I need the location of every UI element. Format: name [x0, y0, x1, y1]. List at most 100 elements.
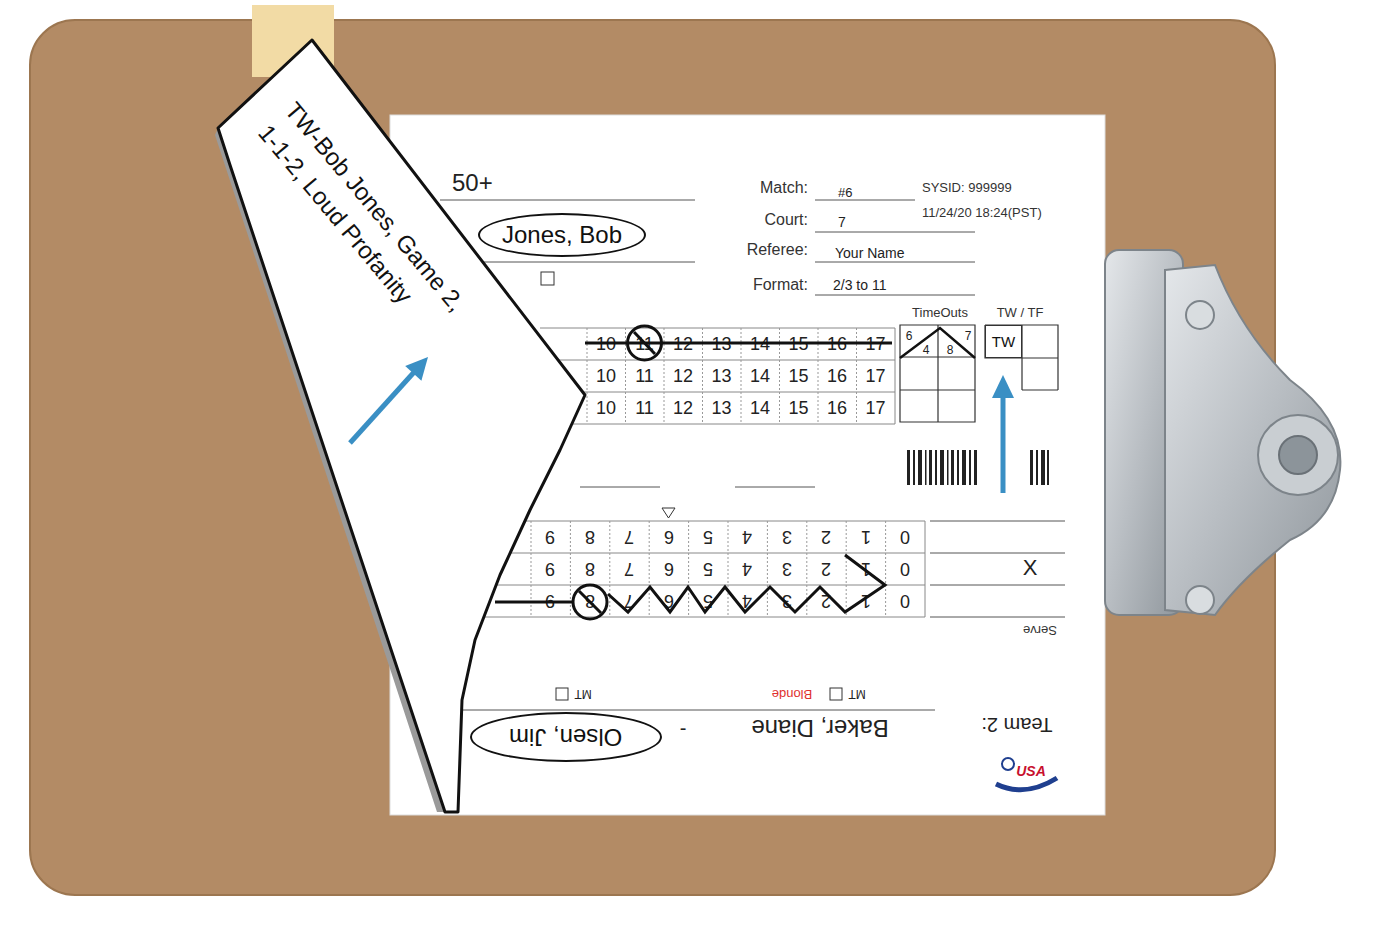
- score-number: 12: [673, 367, 693, 385]
- score-number: 8: [585, 528, 595, 546]
- score-number: 16: [827, 399, 847, 417]
- score-number: 11: [635, 367, 654, 385]
- sheet-label: -: [680, 718, 687, 738]
- timeout-mark: [900, 328, 975, 358]
- score-strike-line: [495, 601, 573, 604]
- sheet-label: Match:: [760, 180, 808, 196]
- barcode: [907, 450, 1049, 485]
- checkbox: [556, 688, 568, 700]
- sheet-label: 50+: [452, 171, 493, 195]
- name-oval: Jones, Bob: [478, 213, 646, 257]
- score-circle: [628, 326, 662, 360]
- sheet-label: Referee:: [747, 242, 808, 258]
- callout-arrow-head: [992, 375, 1014, 398]
- sheet-label: X: [1023, 557, 1038, 579]
- clip-lever: [1165, 265, 1340, 615]
- score-number: 15: [788, 399, 808, 417]
- tw-tf-grid: [985, 325, 1058, 390]
- score-number: 10: [596, 367, 616, 385]
- clip-rivet: [1186, 301, 1214, 329]
- logo-swoosh: [996, 778, 1057, 790]
- score-slash: [634, 332, 655, 354]
- team2-cell-dividers: [531, 521, 886, 617]
- score-number: 9: [545, 528, 555, 546]
- clipboard-board: [30, 20, 1275, 895]
- score-number: 14: [750, 399, 770, 417]
- score-number: 6: [664, 528, 674, 546]
- node-text: TW: [992, 334, 1015, 349]
- node-text: Jones, Bob: [502, 223, 622, 247]
- sheet-label: Serve: [1023, 624, 1057, 637]
- score-number: 13: [711, 367, 731, 385]
- sheet-label: TW / TF: [997, 306, 1044, 319]
- score-number: 1: [861, 528, 871, 546]
- sheet-label: 11/24/20 18:24(PST): [922, 206, 1042, 219]
- sheet-label: 2/3 to 11: [833, 278, 886, 292]
- sheet-label: #6: [838, 186, 852, 199]
- name-oval: Olsen, Jim: [470, 712, 662, 762]
- sheet-label: MT: [848, 688, 865, 700]
- sheet-label: USA: [1016, 764, 1046, 778]
- score-number: 10: [596, 399, 616, 417]
- score-circle: [573, 585, 607, 619]
- score-number: 13: [711, 399, 731, 417]
- sheet-label: SYSID: 999999: [922, 181, 1012, 194]
- score-number: 3: [782, 560, 792, 578]
- score-slash: [579, 591, 601, 613]
- sheet-label: Format:: [753, 277, 808, 293]
- callout-arrow-head: [405, 357, 428, 381]
- sheet-label: Blonde: [772, 688, 812, 701]
- folded-note: TW-Bob Jones, Game 2, 1-1-2, Loud Profan…: [215, 35, 605, 817]
- sheet-label: Baker, Diane: [751, 716, 888, 740]
- score-number: 15: [788, 367, 808, 385]
- sheet-label: 6: [906, 330, 913, 342]
- score-number: 16: [827, 367, 847, 385]
- score-number: 17: [865, 399, 885, 417]
- node-text: Olsen, Jim: [509, 725, 622, 749]
- score-number: 9: [545, 560, 555, 578]
- wing-nut: [1258, 415, 1338, 495]
- score-box: TW: [985, 325, 1022, 358]
- score-number: 3: [782, 528, 792, 546]
- sheet-label: Your Name: [835, 246, 905, 260]
- callout-arrow: [1001, 395, 1006, 493]
- note-paper: [218, 40, 585, 812]
- score-number: 4: [742, 528, 752, 546]
- score-number: 5: [703, 560, 713, 578]
- score-number: 0: [900, 528, 910, 546]
- server-triangle: [662, 508, 675, 518]
- team2-score-grid: [470, 521, 925, 617]
- score-number: 11: [635, 399, 654, 417]
- score-number: 14: [750, 367, 770, 385]
- score-number: 4: [742, 560, 752, 578]
- score-number: 6: [664, 560, 674, 578]
- sheet-label: Team 2:: [981, 715, 1052, 735]
- sheet-label: 4: [923, 344, 930, 356]
- score-zigzag: [608, 555, 885, 612]
- timeout-grid: [900, 325, 975, 422]
- sheet-label: MT: [574, 688, 591, 700]
- sheet-label: Court:: [764, 212, 808, 228]
- checkbox: [541, 272, 554, 285]
- score-strike-line: [585, 342, 892, 345]
- checkbox: [830, 688, 842, 700]
- wing-nut-hole: [1279, 436, 1317, 474]
- score-number: 2: [821, 560, 831, 578]
- score-number: 17: [865, 367, 885, 385]
- team1-score-grid: [540, 328, 895, 424]
- score-number: 2: [821, 528, 831, 546]
- sheet-label: 7: [838, 215, 846, 229]
- score-number: 8: [585, 560, 595, 578]
- sheet-label: 8: [947, 344, 954, 356]
- callout-arrow: [350, 370, 416, 443]
- score-number: 0: [900, 560, 910, 578]
- sheet-label: 7: [965, 330, 972, 342]
- sheet-label: TimeOuts: [912, 306, 968, 319]
- score-number: 7: [624, 528, 634, 546]
- logo-ball: [1002, 758, 1014, 770]
